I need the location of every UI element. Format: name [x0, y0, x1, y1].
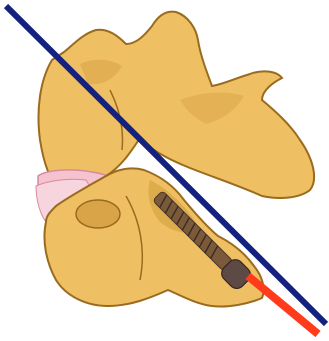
lower-vertebra-pedicle: [76, 200, 120, 228]
